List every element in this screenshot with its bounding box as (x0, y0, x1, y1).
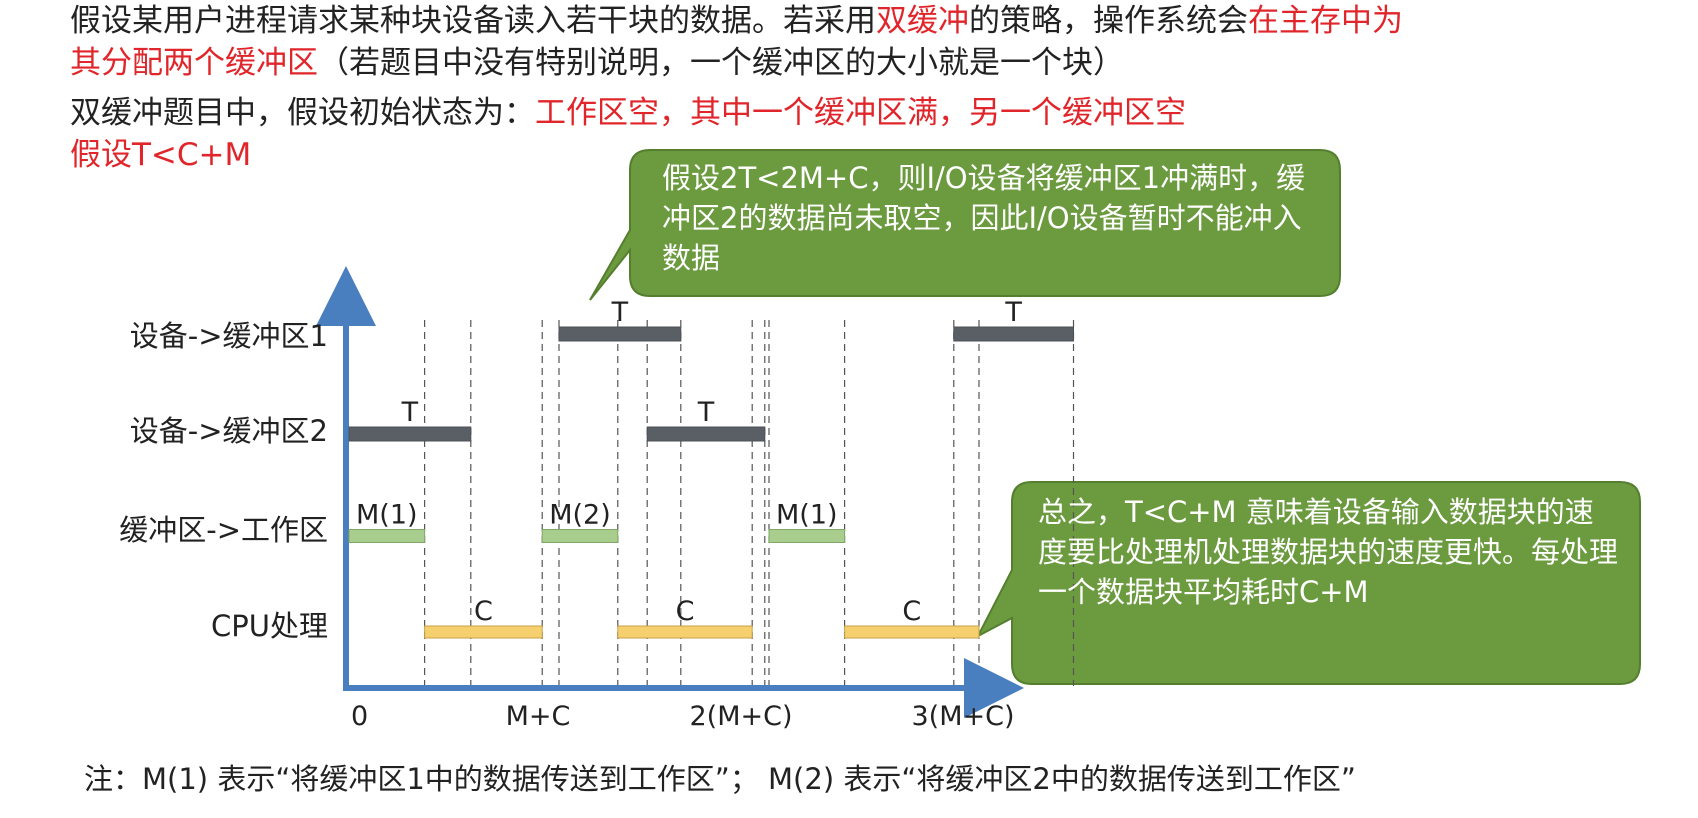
time-guides (424, 320, 1075, 686)
intro-line-2: 其分配两个缓冲区（若题目中没有特别说明，一个缓冲区的大小就是一个块） (70, 44, 1124, 82)
segment-label: T (611, 297, 629, 328)
segment-label: T (401, 397, 419, 428)
intro-text: 假设某用户进程请求某种块设备读入若干块的数据。若采用 (70, 3, 876, 39)
row-label-buffer-workspace: 缓冲区->工作区 (119, 513, 328, 547)
segment-label: T (1004, 297, 1022, 328)
callout-top-text: 假设2T<2M+C，则I/O设备将缓冲区1冲满时，缓冲区2的数据尚未取空，因此I… (662, 161, 1306, 275)
callout-right-bubble (975, 481, 1641, 685)
row-label-device-buffer-1: 设备->缓冲区1 (130, 319, 328, 353)
row-label-cpu: CPU处理 (211, 609, 328, 643)
segment-label: T (697, 397, 715, 428)
timing-segments: T T T T M(1) M(2) M(1) C C C (348, 297, 1074, 639)
intro-line-3: 双缓冲题目中，假设初始状态为：工作区空，其中一个缓冲区满，另一个缓冲区空 (70, 94, 1186, 132)
segment-bar-cpu (844, 625, 980, 639)
highlight-initial-state: 工作区空，其中一个缓冲区满，另一个缓冲区空 (535, 95, 1186, 131)
segment-bar-device (953, 326, 1074, 342)
segment-bar-cpu (424, 625, 543, 639)
highlight-two-buffers: 其分配两个缓冲区 (70, 45, 318, 81)
segment-label: M(1) (356, 500, 418, 531)
segment-bar-transfer (348, 529, 426, 543)
footnote: 注：M(1) 表示“将缓冲区1中的数据传送到工作区”； M(2) 表示“将缓冲区… (84, 762, 1356, 796)
intro-text: 双缓冲题目中，假设初始状态为： (70, 95, 535, 131)
segment-bar-device (558, 326, 682, 342)
intro-text: （若题目中没有特别说明，一个缓冲区的大小就是一个块） (318, 45, 1124, 81)
x-tick-0: 0 (351, 701, 368, 732)
x-tick-1: M+C (506, 701, 571, 732)
callout-right-text: 总之，T<C+M 意味着设备输入数据块的速度要比处理机处理数据块的速度更快。每处… (1038, 495, 1619, 609)
segment-bar-transfer (541, 529, 619, 543)
segment-label: C (474, 596, 493, 627)
segment-bar-cpu (617, 625, 753, 639)
x-tick-2: 2(M+C) (689, 701, 792, 732)
segment-label: M(2) (549, 500, 611, 531)
segment-label: C (902, 596, 921, 627)
segment-bar-device (646, 426, 766, 442)
segment-label: C (676, 596, 695, 627)
highlight-double-buffer: 双缓冲 (876, 3, 969, 39)
intro-line-1: 假设某用户进程请求某种块设备读入若干块的数据。若采用双缓冲的策略，操作系统会在主… (70, 2, 1403, 40)
callout-top-bubble (589, 149, 1341, 301)
segment-bar-device (348, 426, 472, 442)
assumption-text: 假设T<C+M (70, 137, 252, 173)
highlight-main-memory: 在主存中为 (1248, 3, 1403, 39)
segment-bar-transfer (768, 529, 846, 543)
segment-label: M(1) (776, 500, 838, 531)
x-tick-3: 3(M+C) (911, 701, 1014, 732)
intro-text: 的策略，操作系统会 (969, 3, 1248, 39)
row-label-device-buffer-2: 设备->缓冲区2 (130, 414, 328, 448)
